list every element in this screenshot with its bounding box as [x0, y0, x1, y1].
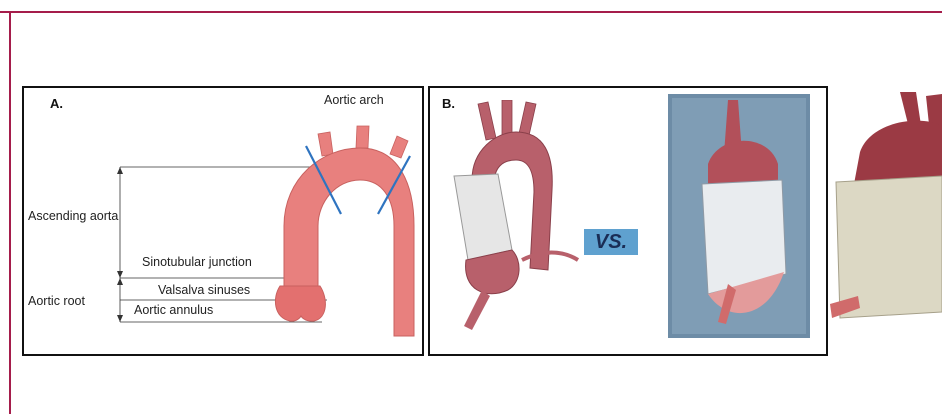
- graft-illustration-cropped: [830, 92, 942, 342]
- label-aortic-annulus: Aortic annulus: [134, 303, 213, 317]
- graft-illustration-left: [452, 100, 582, 340]
- graft-illustration-right: [668, 94, 810, 338]
- vs-label: VS.: [595, 231, 627, 254]
- label-aortic-root: Aortic root: [28, 294, 85, 308]
- label-sinotubular-junction: Sinotubular junction: [142, 255, 252, 269]
- label-aortic-arch: Aortic arch: [324, 93, 384, 107]
- frame-top-border: [0, 11, 942, 13]
- label-ascending-aorta: Ascending aorta: [28, 209, 118, 223]
- frame-left-border: [9, 11, 11, 414]
- vs-badge: VS.: [584, 229, 638, 255]
- label-valsalva-sinuses: Valsalva sinuses: [158, 283, 250, 297]
